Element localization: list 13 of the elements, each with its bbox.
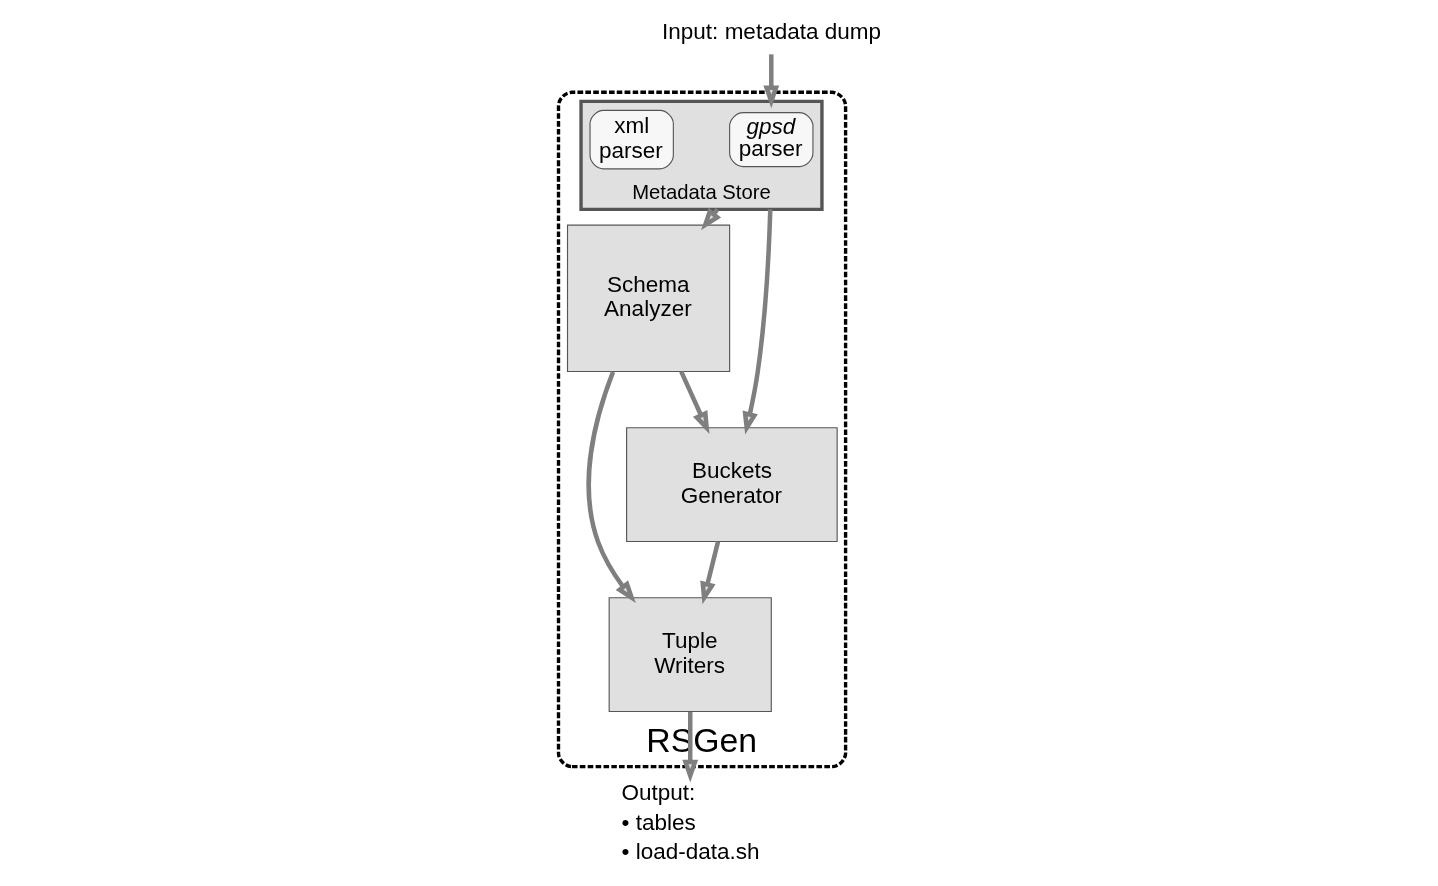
- arrow: [699, 541, 720, 605]
- node-box: Schema Analyzer: [566, 224, 730, 373]
- node-text: Output: • tables • load-data.sh: [621, 780, 760, 864]
- node-box: xml parser: [588, 109, 674, 170]
- arrow: [586, 371, 636, 603]
- arrow: [742, 209, 773, 435]
- node-text: Input: metadata dump: [661, 19, 881, 45]
- arrow: [678, 370, 709, 434]
- node-box: gpsd parser: [728, 112, 813, 168]
- arrow: [681, 711, 698, 783]
- node-box: Buckets Generator: [625, 427, 838, 543]
- node-box: Tuple Writers: [608, 597, 772, 713]
- arrow: [762, 54, 779, 109]
